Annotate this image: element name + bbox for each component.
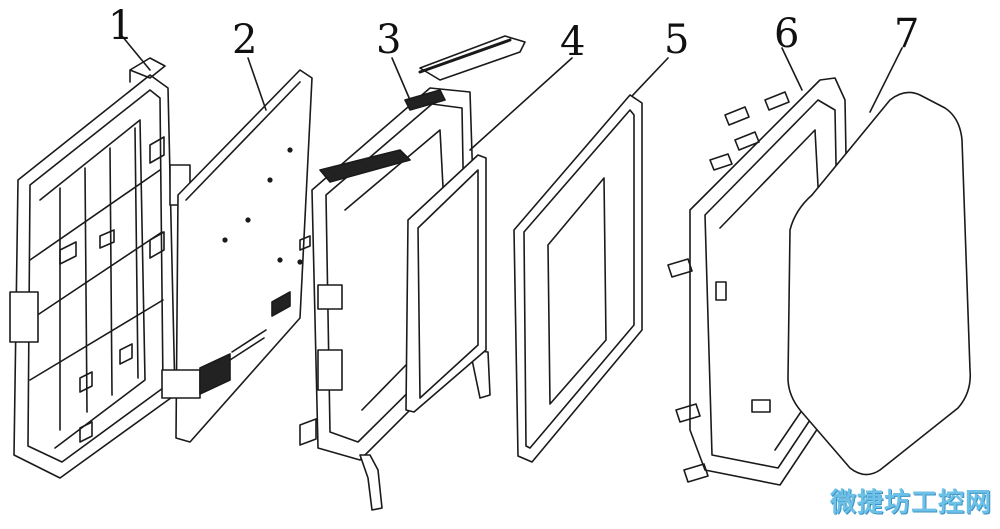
watermark-logo: 微捷坊工控网 (829, 488, 992, 518)
part-label-2: 2 (232, 17, 258, 63)
part-label-1: 1 (108, 3, 134, 49)
part-2-circuit-board (161, 57, 313, 443)
part-label-7: 7 (894, 11, 920, 57)
part-label-4: 4 (560, 19, 586, 65)
part-1-rear-housing (9, 35, 191, 479)
part-4-panel (405, 57, 573, 413)
part-label-5: 5 (664, 17, 690, 63)
part-7-front-glass (787, 47, 972, 476)
part-label-3: 3 (376, 17, 402, 63)
part-5-bezel-frame (513, 57, 669, 463)
part-label-6: 6 (774, 11, 800, 57)
